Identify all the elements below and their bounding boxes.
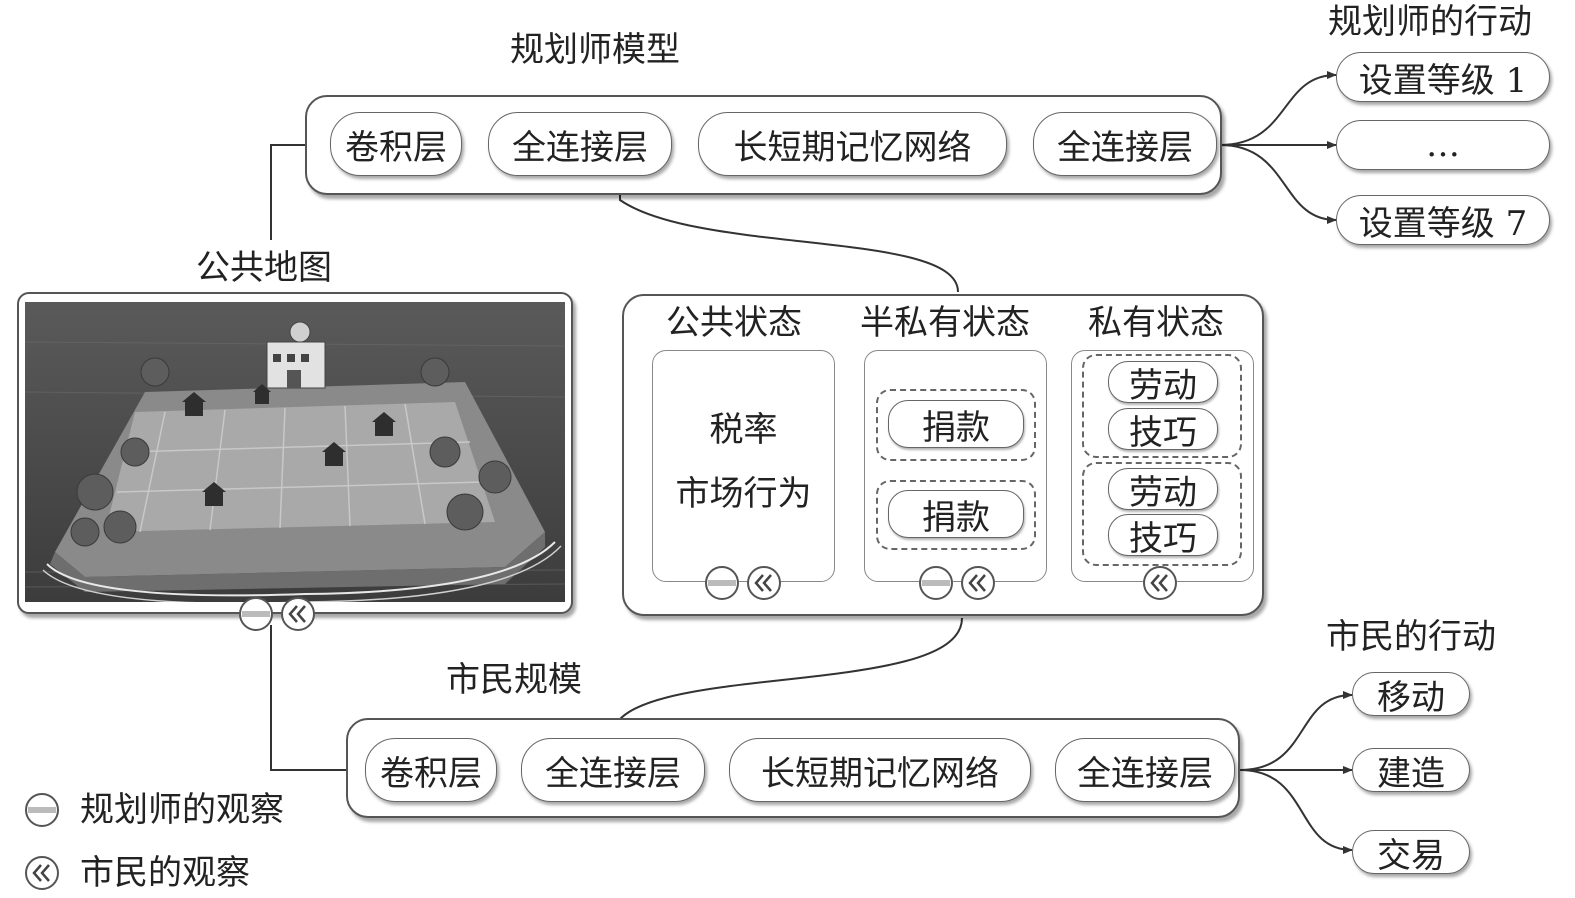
citizen-model-title: 市民规模 <box>446 660 582 700</box>
planner-observation-icon <box>239 597 273 631</box>
planner-lstm-layer: 长短期记忆网络 <box>698 112 1007 176</box>
public-map-title: 公共地图 <box>196 248 332 288</box>
planner-fc-layer-1: 全连接层 <box>488 112 672 176</box>
donation-item-2: 捐款 <box>888 490 1024 538</box>
citizen-fc-layer-2: 全连接层 <box>1055 738 1235 802</box>
citizen-actions-title: 市民的行动 <box>1326 617 1496 657</box>
planner-observation-legend-icon <box>25 793 59 827</box>
labor-skill-group-2 <box>1082 462 1242 566</box>
donation-group-2 <box>876 480 1036 550</box>
planner-actions-title: 规划师的行动 <box>1328 2 1532 42</box>
donation-item-1: 捐款 <box>888 400 1024 448</box>
public-state-title: 公共状态 <box>666 303 802 343</box>
planner-action-ellipsis: … <box>1336 120 1550 170</box>
citizen-observation-icon <box>961 566 995 600</box>
citizen-observation-icon <box>281 597 315 631</box>
citizen-action-move: 移动 <box>1352 672 1470 718</box>
public-state-box <box>652 350 835 582</box>
private-state-title: 私有状态 <box>1088 303 1224 343</box>
citizen-observation-icon <box>747 566 781 600</box>
donation-group-1 <box>876 389 1036 461</box>
labor-skill-group-1 <box>1082 354 1242 458</box>
public-map-frame <box>17 292 573 614</box>
planner-fc-layer-2: 全连接层 <box>1033 112 1217 176</box>
skill-item-2: 技巧 <box>1108 514 1218 559</box>
citizen-action-trade: 交易 <box>1352 830 1470 876</box>
semi-private-state-title: 半私有状态 <box>860 303 1030 343</box>
labor-item-1: 劳动 <box>1108 361 1218 406</box>
semi-private-state-box <box>864 350 1047 582</box>
citizen-fc-layer-1: 全连接层 <box>521 738 705 802</box>
tax-rate-text: 税率 <box>709 410 778 450</box>
citizen-observation-legend-icon <box>25 856 59 890</box>
market-behavior-text: 市场行为 <box>675 474 812 514</box>
citizen-observation-legend-label: 市民的观察 <box>80 853 250 893</box>
citizen-lstm-layer: 长短期记忆网络 <box>729 738 1031 802</box>
citizen-observation-icon <box>1143 566 1177 600</box>
labor-item-2: 劳动 <box>1108 468 1218 513</box>
planner-observation-legend-label: 规划师的观察 <box>80 790 284 830</box>
planner-action-level-1: 设置等级 1 <box>1336 52 1550 102</box>
planner-observation-icon <box>919 566 953 600</box>
citizen-action-build: 建造 <box>1352 748 1470 794</box>
planner-model-title: 规划师模型 <box>510 30 680 70</box>
skill-item-1: 技巧 <box>1108 408 1218 453</box>
citizen-conv-layer: 卷积层 <box>365 738 497 802</box>
planner-action-level-7: 设置等级 7 <box>1336 195 1550 245</box>
planner-observation-icon <box>705 566 739 600</box>
planner-conv-layer: 卷积层 <box>330 112 462 176</box>
public-map-image <box>25 302 565 602</box>
